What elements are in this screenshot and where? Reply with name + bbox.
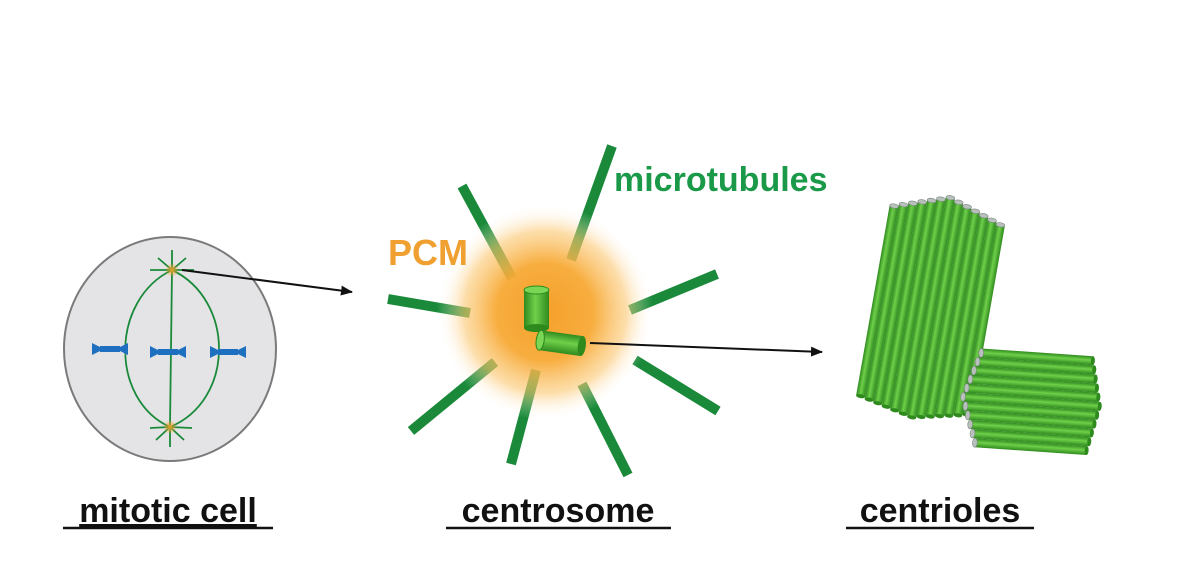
chromosome — [150, 346, 186, 358]
caption-centrosome: centrosome — [462, 492, 655, 530]
centriole-microtubule — [890, 197, 937, 413]
centriole-microtubule — [953, 217, 997, 418]
centriole-microtubule — [962, 401, 1100, 420]
mitotic-cell-illustration — [63, 236, 277, 462]
centriole-microtubule — [972, 437, 1089, 456]
chromosomes — [92, 343, 246, 358]
centriole-microtubule — [907, 195, 956, 420]
centriole-mother — [523, 285, 550, 332]
pcm-label: PCM — [388, 232, 468, 273]
centriole-horizontal-bundle — [960, 348, 1102, 456]
centriole-microtubule — [969, 428, 1092, 447]
centriole-microtubule — [967, 374, 1100, 393]
centriole-microtubule — [960, 392, 1102, 411]
centriole-microtubule — [967, 419, 1094, 438]
caption-mitotic-cell: mitotic cell — [79, 492, 257, 530]
centriole-microtubule — [916, 199, 964, 420]
microtubule — [632, 355, 721, 416]
centrioles-illustration — [856, 195, 1102, 456]
captions: mitotic cell centrosome centrioles — [63, 492, 1034, 530]
centriole-microtubule — [944, 213, 989, 418]
centriole-microtubule — [856, 203, 899, 399]
centriole-microtubule — [971, 365, 1098, 384]
centriole-microtubule — [898, 196, 946, 416]
chromosome — [210, 346, 246, 358]
chromosome — [92, 343, 128, 355]
centrosome-illustration: PCM microtubules — [387, 144, 827, 478]
arrow-to-centrioles — [589, 342, 823, 357]
arrow-to-centrosome — [181, 269, 353, 296]
centriole-microtubule — [934, 208, 981, 419]
spindle-pole-top — [165, 263, 179, 277]
caption-centrioles: centrioles — [860, 492, 1021, 530]
centriole-microtubule — [963, 383, 1101, 402]
centriole-microtubule — [925, 204, 972, 419]
centriole-microtubule — [965, 410, 1097, 429]
microtubules-label: microtubules — [614, 161, 827, 199]
centriole-daughter — [535, 329, 586, 356]
spindle-pole-bottom — [163, 420, 177, 434]
